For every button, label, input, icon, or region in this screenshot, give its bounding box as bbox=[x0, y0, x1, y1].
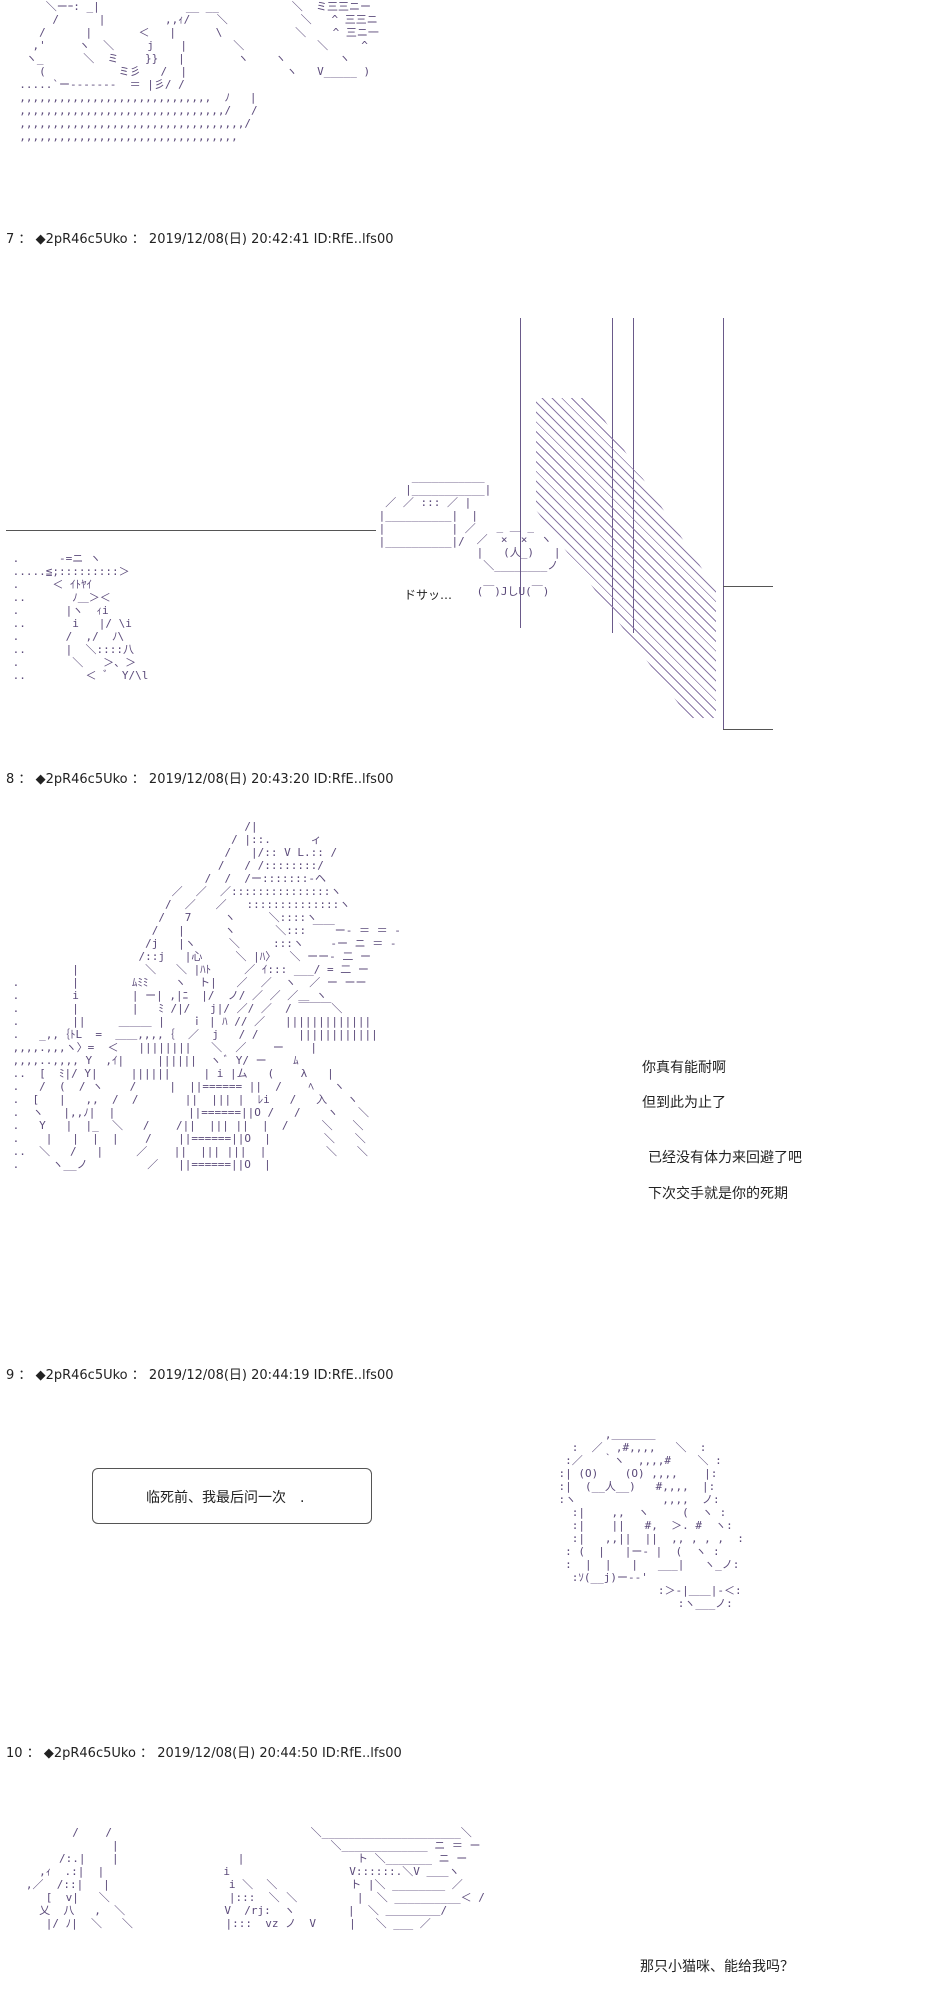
floor-line-right-2 bbox=[723, 729, 773, 730]
post-time: 20:44:50 bbox=[259, 1746, 318, 1761]
post-id: ID:RfE..lfs00 bbox=[313, 772, 394, 787]
ascii-art-cat-fallen: _ ＿ _ ／ × × ヽ | (人_) | ＼________ノ (￣)JしU… bbox=[476, 520, 561, 598]
post-date: 2019/12/08(日) bbox=[148, 232, 247, 247]
post-date: 2019/12/08(日) bbox=[148, 772, 247, 787]
post-date: 2019/12/08(日) bbox=[148, 1368, 247, 1383]
dialog-line: 你真有能耐啊 bbox=[642, 1060, 726, 1076]
post-number: 8 bbox=[6, 772, 15, 787]
post-number: 10 bbox=[6, 1746, 23, 1761]
ascii-art-swordsman: /| / |::. ィ / |/:: V L.:: / / / /:::::::… bbox=[12, 820, 401, 1171]
post-date: 2019/12/08(日) bbox=[157, 1746, 256, 1761]
post-trip: ◆2pR46c5Uko bbox=[35, 772, 128, 787]
post-header: 9 ： ◆2pR46c5Uko ： 2019/12/08(日) 20:44:19… bbox=[6, 1368, 394, 1383]
speech-bubble-text: 临死前、我最后问一次 . bbox=[146, 1490, 305, 1506]
speech-bubble bbox=[92, 1468, 372, 1524]
door-shadow-hatch bbox=[536, 398, 716, 718]
ascii-art-box: ___________ |___________| ／ ／ ::: ／ | |_… bbox=[378, 470, 492, 548]
post-time: 20:43:20 bbox=[251, 772, 310, 787]
post-trip: ◆2pR46c5Uko bbox=[43, 1746, 136, 1761]
dialog-line: 但到此为止了 bbox=[642, 1095, 726, 1111]
post-id: ID:RfE..lfs00 bbox=[313, 1368, 394, 1383]
sfx-text: ドサッ… bbox=[404, 588, 453, 602]
floor-line-right bbox=[723, 586, 773, 587]
post-id: ID:RfE..lfs00 bbox=[321, 1746, 402, 1761]
floor-line bbox=[6, 530, 376, 531]
post-time: 20:42:41 bbox=[251, 232, 310, 247]
dialog-line: 那只小猫咪、能给我吗？ bbox=[640, 1959, 794, 1975]
ascii-art-bottom: / / ＼_____________________＼ | ＼_________… bbox=[25, 1826, 485, 1930]
post-header: 8 ： ◆2pR46c5Uko ： 2019/12/08(日) 20:43:20… bbox=[6, 772, 394, 787]
post-header: 7 ： ◆2pR46c5Uko ： 2019/12/08(日) 20:42:41… bbox=[6, 232, 394, 247]
post-header: 10 ： ◆2pR46c5Uko ： 2019/12/08(日) 20:44:5… bbox=[6, 1746, 402, 1761]
dialog-line: 下次交手就是你的死期 bbox=[648, 1186, 788, 1202]
post-number: 7 bbox=[6, 232, 15, 247]
post-id: ID:RfE..lfs00 bbox=[313, 232, 394, 247]
post-trip: ◆2pR46c5Uko bbox=[35, 232, 128, 247]
dialog-line: 已经没有体力来回避了吧 bbox=[648, 1150, 802, 1166]
post-trip: ◆2pR46c5Uko bbox=[35, 1368, 128, 1383]
ascii-art-top: ＼ーｰ: _| __ __ ＼ ミ三三ニー / | ,,ｨ/ ＼ ＼ ^ 三三ニ… bbox=[19, 0, 379, 143]
post-number: 9 bbox=[6, 1368, 15, 1383]
door-frame-right bbox=[723, 318, 724, 730]
door-frame-left bbox=[520, 318, 521, 628]
ascii-art-cat-standing: ,＿＿＿＿ : ／ ,#,,,, ＼ : :／ ｀ヽ ,,,,# ＼ : :| … bbox=[558, 1428, 744, 1610]
post-time: 20:44:19 bbox=[251, 1368, 310, 1383]
ascii-art-figure-left: . -=ニ ヽ .....≦;:::::::::＞ . ＜ ｲﾄﾔｲ .. ﾉ＿… bbox=[12, 552, 149, 682]
